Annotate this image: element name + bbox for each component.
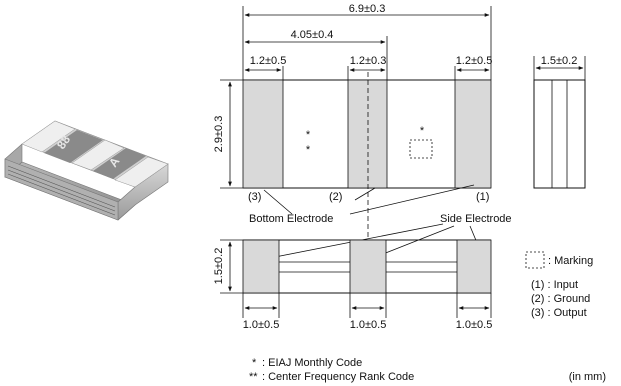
component-illustration: 88 A <box>4 120 169 221</box>
notes: * : EIAJ Monthly Code ** : Center Freque… <box>249 357 606 383</box>
dim-to-center: 4.05±0.4 <box>291 29 334 41</box>
marking-legend-box <box>525 251 545 269</box>
legend-input: (1) : Input <box>531 279 578 291</box>
note2-symbol: ** <box>249 371 258 383</box>
pin-label-1: (1) <box>476 191 489 203</box>
note2-text: : Center Frequency Rank Code <box>262 371 414 383</box>
bottom-electrode-3 <box>242 79 284 189</box>
dim-side-width: 1.5±0.2 <box>541 55 578 67</box>
dim-bottom-height: 1.5±0.2 <box>213 248 225 285</box>
bottom-electrode-1 <box>454 79 492 189</box>
bottom-view: 1.5±0.2 1.0±0.5 1.0±0.5 1.0±0.5 <box>213 239 493 331</box>
pin-label-3: (3) <box>248 191 261 203</box>
side-view: 1.5±0.2 <box>533 55 586 189</box>
bottom-electrode-2 <box>347 79 388 189</box>
dim-body-height: 2.9±0.3 <box>213 116 225 153</box>
dim-elec-right: 1.2±0.5 <box>456 55 493 67</box>
legend-marking: : Marking <box>548 255 593 267</box>
dim-elec-center: 1.2±0.3 <box>350 55 387 67</box>
marking-area-box <box>409 139 433 159</box>
dim-bottom-left: 1.0±0.5 <box>243 319 280 331</box>
unit-note: (in mm) <box>569 371 606 383</box>
legend-ground: (2) : Ground <box>531 293 590 305</box>
dim-elec-left: 1.2±0.5 <box>250 55 287 67</box>
legend: : Marking (1) : Input (2) : Ground (3) :… <box>525 251 593 319</box>
rank-code-mark: * <box>420 125 425 137</box>
bottom-electrode-label: Bottom Electrode <box>249 213 333 225</box>
dim-total-length: 6.9±0.3 <box>349 3 386 15</box>
side-electrode-label: Side Electrode <box>440 213 512 225</box>
note1-text: : EIAJ Monthly Code <box>262 357 362 369</box>
monthly-code-mark-2: * <box>306 144 311 156</box>
dim-bottom-center: 1.0±0.5 <box>350 319 387 331</box>
callouts: Bottom Electrode Side Electrode <box>249 184 512 259</box>
legend-output: (3) : Output <box>531 307 587 319</box>
pin-label-2: (2) <box>329 191 342 203</box>
note1-symbol: * <box>252 357 257 369</box>
monthly-code-mark-1: * <box>306 129 311 141</box>
dim-bottom-right: 1.0±0.5 <box>456 319 493 331</box>
top-view: 6.9±0.3 4.05±0.4 1.2±0.5 1.2±0.3 1.2±0.5… <box>213 3 492 296</box>
